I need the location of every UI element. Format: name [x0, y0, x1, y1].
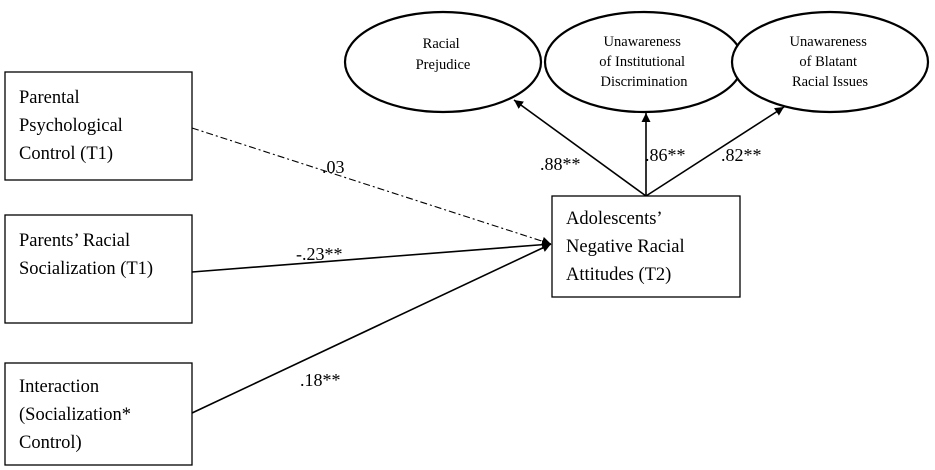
predictor-box-psychological-control	[4, 71, 193, 181]
predictor-box-racial-socialization	[4, 214, 193, 324]
coef-loading-institutional-discrimination: .86**	[645, 145, 686, 165]
coef-interaction-path: .18**	[300, 370, 341, 390]
outcome-box-negative-racial-attitudes	[551, 195, 741, 298]
indicator-label-institutional-discrimination: Unawareness of Institutional Discriminat…	[599, 34, 688, 90]
path-socialization-to-attitudes	[191, 240, 552, 273]
indicator-label-racial-prejudice: Racial Prejudice	[416, 36, 471, 73]
indicator-label-blatant-racial-issues: Unawareness of Blatant Racial Issues	[790, 34, 871, 90]
predictor-label-interaction: Interaction (Socialization* Control)	[19, 377, 136, 453]
path-interaction-to-attitudes	[191, 243, 552, 414]
coef-loading-blatant-racial-issues: .82**	[721, 145, 762, 165]
loading-racial-prejudice	[513, 99, 647, 197]
loading-blatant-racial-issues	[645, 106, 785, 197]
predictor-box-interaction	[4, 362, 193, 466]
indicator-ellipse-racial-prejudice	[343, 10, 543, 114]
outcome-label-negative-racial-attitudes: Adolescents’ Negative Racial Attitudes (…	[566, 209, 689, 285]
indicator-ellipse-blatant-racial-issues	[730, 10, 930, 114]
coef-loading-racial-prejudice: .88**	[540, 154, 581, 174]
path-control-to-attitudes	[191, 127, 552, 246]
coef-control-path: .03	[322, 157, 345, 177]
predictor-label-racial-socialization: Parents’ Racial Socialization (T1)	[19, 231, 153, 279]
predictor-label-psychological-control: Parental Psychological Control (T1)	[19, 88, 127, 164]
coef-socialization-path: -.23**	[296, 244, 343, 264]
